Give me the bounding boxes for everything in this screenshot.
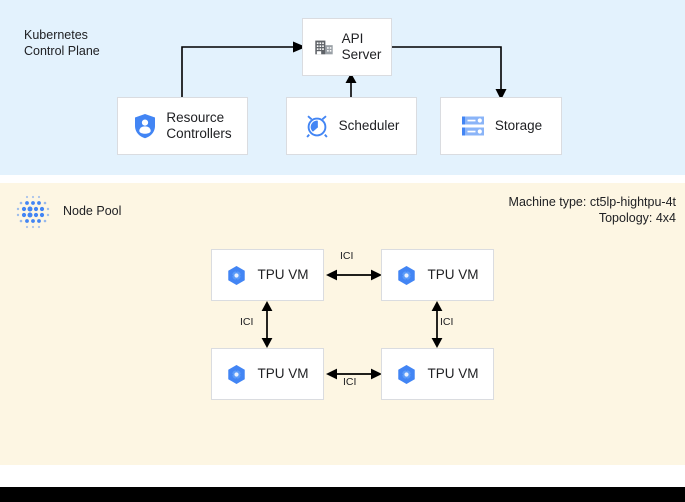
box-api-server-label: API Server [341, 31, 382, 62]
box-tpu-vm-1[interactable]: TPU VM [381, 249, 494, 301]
node-pool-region [0, 183, 685, 465]
node-pool-title: Node Pool [63, 204, 122, 218]
tpu-chip-icon [396, 265, 417, 286]
storage-icon [460, 114, 486, 138]
tpu-chip-icon [226, 364, 247, 385]
control-plane-title: Kubernetes Control Plane [24, 28, 100, 58]
footer-bar [0, 487, 685, 502]
ici-label-right: ICI [440, 316, 454, 328]
topology-text: Topology: 4x4 [598, 211, 676, 225]
building-icon [313, 36, 335, 58]
box-tpu-vm-2[interactable]: TPU VM [211, 348, 324, 400]
tpu-chip-icon [396, 364, 417, 385]
box-resource-controllers-label: Resource Controllers [166, 110, 232, 141]
ici-label-left: ICI [240, 316, 254, 328]
box-resource-controllers[interactable]: Resource Controllers [117, 97, 248, 155]
shield-user-icon [133, 113, 157, 139]
ici-label-top: ICI [340, 250, 354, 262]
alarm-clock-icon [304, 113, 330, 139]
tpu-chip-icon [226, 265, 247, 286]
node-pool-meta: Machine type: ct5lp-hightpu-4t Topology:… [509, 194, 676, 226]
box-scheduler[interactable]: Scheduler [286, 97, 417, 155]
node-pool-dots-icon [16, 195, 50, 229]
box-tpu-vm-2-label: TPU VM [257, 366, 309, 381]
box-tpu-vm-0-label: TPU VM [257, 267, 309, 282]
box-tpu-vm-3-label: TPU VM [427, 366, 479, 381]
ici-label-bottom: ICI [343, 376, 357, 388]
machine-type-text: Machine type: ct5lp-hightpu-4t [508, 195, 676, 209]
box-tpu-vm-1-label: TPU VM [427, 267, 479, 282]
box-scheduler-label: Scheduler [338, 118, 400, 133]
box-storage[interactable]: Storage [440, 97, 562, 155]
box-storage-label: Storage [494, 118, 543, 133]
box-tpu-vm-3[interactable]: TPU VM [381, 348, 494, 400]
box-tpu-vm-0[interactable]: TPU VM [211, 249, 324, 301]
box-api-server[interactable]: API Server [302, 18, 392, 76]
